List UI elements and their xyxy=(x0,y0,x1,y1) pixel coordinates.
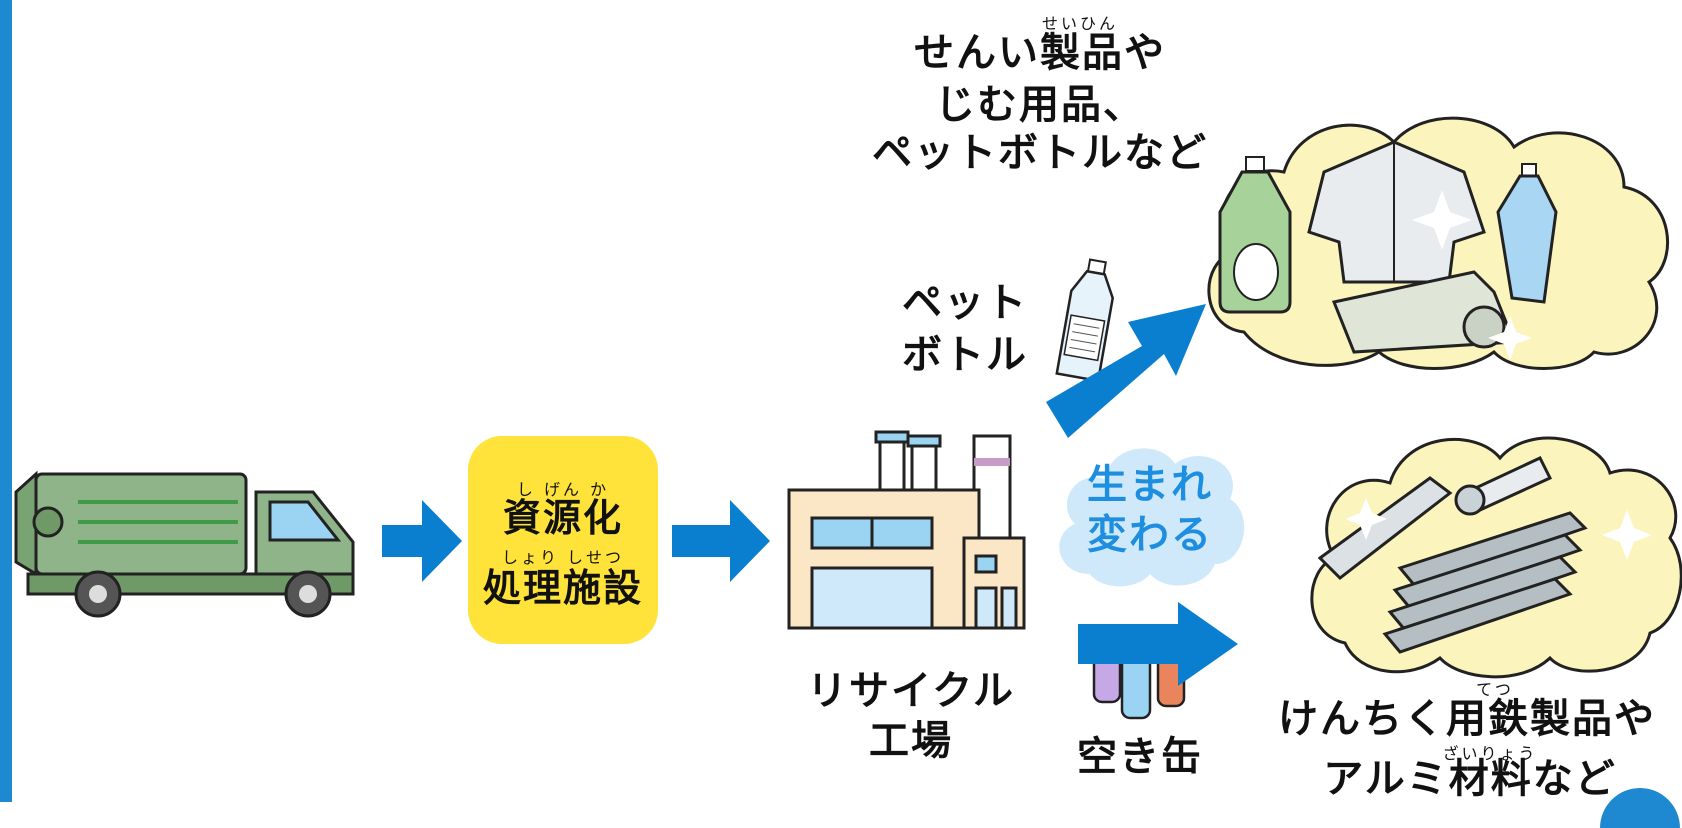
metal-products-cloud-icon xyxy=(1310,436,1682,679)
empty-can-label: 空き缶 xyxy=(1077,734,1203,780)
garbage-truck-icon xyxy=(14,470,355,618)
arrow-up-to-fiber-products-icon xyxy=(1046,304,1206,438)
product-bottom-ruby-top: てつ xyxy=(1476,680,1514,699)
fiber-products-cloud-icon xyxy=(1207,116,1670,370)
facility-label-line1: 資源化 xyxy=(502,496,623,540)
facility-ruby-bottom: しょり しせつ xyxy=(501,548,625,567)
facility-label-line2: 処理施設 xyxy=(482,566,643,610)
reborn-cloud-icon xyxy=(1059,448,1245,587)
pet-bottle-label-line1: ペット xyxy=(902,280,1028,326)
arrow-to-factory-icon xyxy=(672,500,770,582)
reborn-label-line1: 生まれ xyxy=(1087,462,1213,508)
left-edge-bar xyxy=(0,0,12,802)
factory-label-line2: 工場 xyxy=(869,718,953,764)
factory-label-line1: リサイクル xyxy=(807,668,1015,714)
pet-bottle-icon xyxy=(1055,258,1115,383)
product-top-line1: せんい製品や xyxy=(914,30,1166,76)
product-top-line2: じむ用品、 xyxy=(935,82,1145,128)
arrow-to-facility-icon xyxy=(382,500,462,582)
factory-icon xyxy=(787,430,1026,630)
facility-ruby-top: し げん か xyxy=(516,480,610,499)
recycling-facility-box xyxy=(468,436,658,644)
reborn-label-line2: 変わる xyxy=(1087,512,1213,558)
arrow-to-metal-products-icon xyxy=(1078,602,1238,686)
product-top-ruby: せいひん xyxy=(1041,14,1118,33)
product-bottom-line1: けんちく用鉄製品や xyxy=(1278,696,1656,742)
product-bottom-ruby-bottom: ざいりょう xyxy=(1442,744,1538,763)
product-top-line3: ペットボトルなど xyxy=(872,130,1208,176)
pet-bottle-label-line2: ボトル xyxy=(902,332,1028,378)
product-bottom-line2: アルミ材料など xyxy=(1323,756,1617,802)
